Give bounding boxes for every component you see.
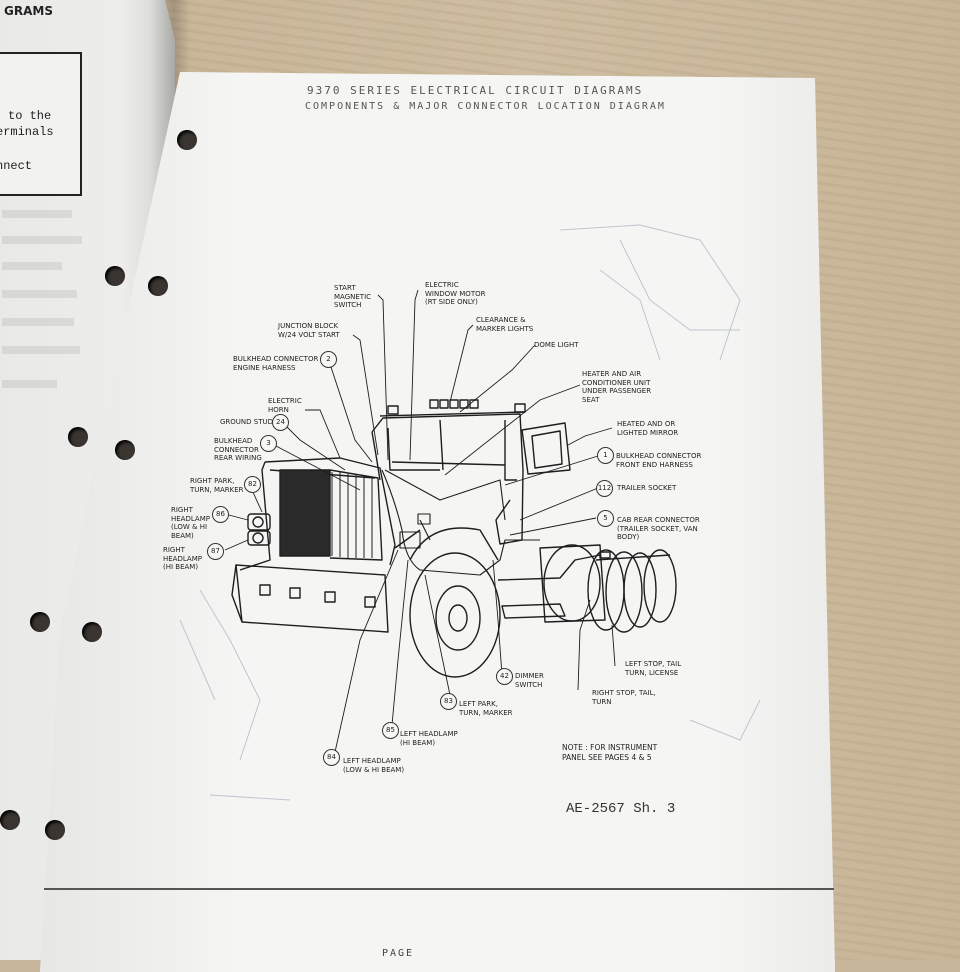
page-footer: PAGE <box>382 948 415 959</box>
callout-86: 86 <box>212 506 229 523</box>
callout-3: 3 <box>260 435 277 452</box>
binder-hole <box>45 820 65 840</box>
instrument-panel-note: NOTE : FOR INSTRUMENT PANEL SEE PAGES 4 … <box>562 743 658 762</box>
binder-hole <box>148 276 168 296</box>
label-left-park-turn: LEFT PARK,TURN, MARKER <box>459 700 513 717</box>
bleed-through-text <box>2 290 77 298</box>
callout-24: 24 <box>272 414 289 431</box>
page-shading <box>40 72 835 972</box>
bleed-through-drawing <box>179 224 761 801</box>
left-page-note-box: to the erminals nnect <box>0 52 82 196</box>
bleed-through-text <box>2 346 80 354</box>
left-box-line: to the <box>8 109 52 123</box>
bleed-through-text <box>2 262 62 270</box>
callout-42: 42 <box>496 668 513 685</box>
bleed-through-text <box>2 380 57 388</box>
callout-84: 84 <box>323 749 340 766</box>
callout-83: 83 <box>440 693 457 710</box>
callout-85: 85 <box>382 722 399 739</box>
label-left-headlamp-hi: LEFT HEADLAMP(HI BEAM) <box>400 730 458 747</box>
footer-rule <box>44 888 834 890</box>
callout-1: 1 <box>597 447 614 464</box>
binder-hole <box>68 427 88 447</box>
label-right-stop-tail: RIGHT STOP, TAIL,TURN <box>592 689 656 706</box>
page-subtitle: COMPONENTS & MAJOR CONNECTOR LOCATION DI… <box>305 101 666 112</box>
left-box-line: nnect <box>0 159 33 173</box>
binder-hole <box>0 810 20 830</box>
left-box-line: erminals <box>0 125 54 139</box>
binder-hole <box>105 266 125 286</box>
binder-hole <box>115 440 135 460</box>
label-dome-light: DOME LIGHT <box>534 341 579 349</box>
binder-hole <box>177 130 197 150</box>
binder-hole <box>30 612 50 632</box>
callout-2: 2 <box>320 351 337 368</box>
diagram-page <box>40 72 835 972</box>
bleed-through-text <box>2 318 74 326</box>
callout-82: 82 <box>244 476 261 493</box>
label-clearance-marker-lights: CLEARANCE &MARKER LIGHTS <box>476 316 534 333</box>
page-title: 9370 SERIES ELECTRICAL CIRCUIT DIAGRAMS <box>307 84 644 97</box>
callout-87: 87 <box>207 543 224 560</box>
left-page-header: GRAMS <box>4 4 53 18</box>
bleed-through-text <box>2 236 82 244</box>
callout-5: 5 <box>597 510 614 527</box>
bleed-through-text <box>2 210 72 218</box>
document-id: AE-2567 Sh. 3 <box>566 801 676 817</box>
binder-hole <box>82 622 102 642</box>
label-left-headlamp-low-hi: LEFT HEADLAMP(LOW & HI BEAM) <box>343 757 405 774</box>
label-trailer-socket: TRAILER SOCKET <box>617 484 677 492</box>
callout-112: 112 <box>596 480 613 497</box>
label-right-park-turn: RIGHT PARK,TURN, MARKER <box>190 477 244 494</box>
label-ground-stud: GROUND STUD <box>220 418 274 426</box>
